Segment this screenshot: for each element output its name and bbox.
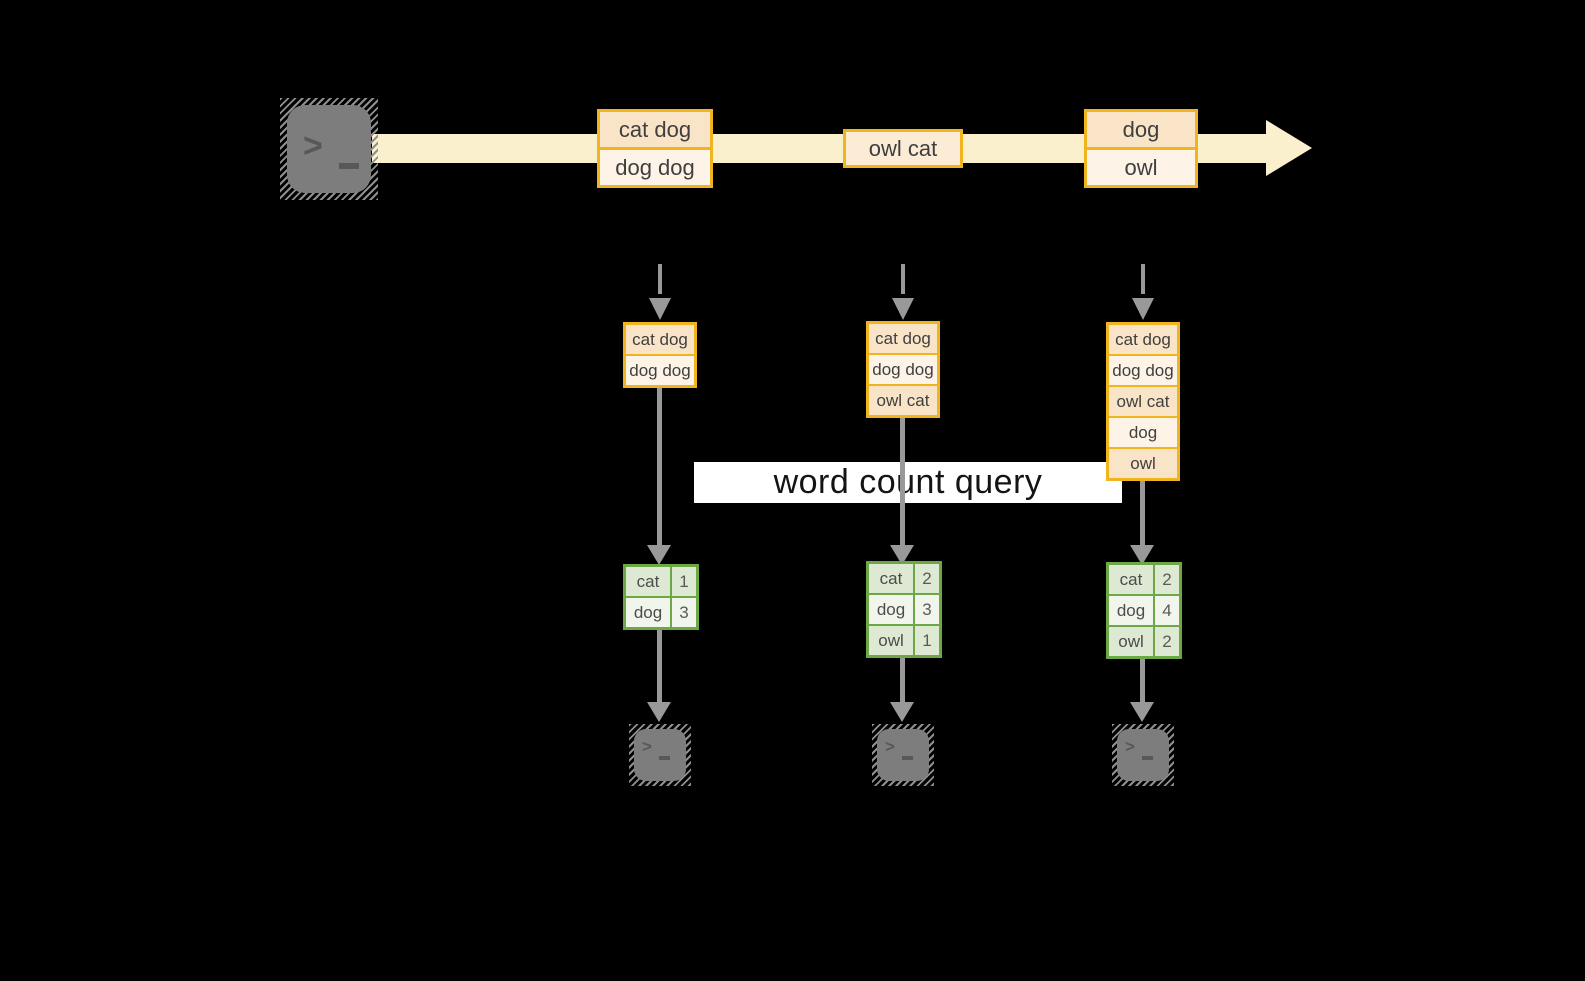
flow-arrowhead-icon <box>1130 545 1154 565</box>
word-cell: cat <box>869 564 915 593</box>
table-row: cat 1 <box>626 567 696 596</box>
terminal-cursor-icon <box>339 163 359 169</box>
source-terminal-icon: > <box>280 98 378 200</box>
batch-cell: cat dog <box>1109 325 1177 354</box>
flow-line <box>1140 481 1145 546</box>
word-count-table-1: cat 1 dog 3 <box>623 564 699 630</box>
table-row: cat 2 <box>1109 565 1179 594</box>
count-cell: 2 <box>1155 627 1179 656</box>
stream-event-cell: cat dog <box>600 112 710 147</box>
table-row: dog 4 <box>1109 594 1179 625</box>
sink-terminal-icon-2: > <box>872 724 934 786</box>
stream-event-box-2: owl cat <box>843 129 963 168</box>
dashed-arrowhead-icon <box>1132 298 1154 320</box>
flow-line <box>657 630 662 702</box>
word-cell: dog <box>626 598 672 627</box>
table-row: dog 3 <box>626 596 696 627</box>
dashed-arrowhead-icon <box>649 298 671 320</box>
flow-line <box>657 386 662 546</box>
accumulated-batch-box-3: cat dog dog dog owl cat dog owl <box>1106 322 1180 481</box>
flow-arrowhead-icon <box>647 702 671 722</box>
batch-cell: owl <box>1109 447 1177 478</box>
terminal-prompt-icon: > <box>885 737 895 756</box>
word-cell: owl <box>1109 627 1155 656</box>
query-label: word count query <box>773 463 1043 501</box>
stream-timeline-arrowhead-icon <box>1266 120 1312 176</box>
word-count-table-3: cat 2 dog 4 owl 2 <box>1106 562 1182 659</box>
table-row: cat 2 <box>869 564 939 593</box>
count-cell: 1 <box>915 626 939 655</box>
batch-cell: cat dog <box>626 325 694 354</box>
terminal-prompt-icon: > <box>642 737 652 756</box>
count-cell: 3 <box>915 595 939 624</box>
count-cell: 2 <box>915 564 939 593</box>
word-cell: dog <box>869 595 915 624</box>
stream-event-cell: dog <box>1087 112 1195 147</box>
batch-cell: owl cat <box>869 384 937 415</box>
flow-arrowhead-icon <box>647 545 671 565</box>
stream-event-box-3: dog owl <box>1084 109 1198 188</box>
terminal-screen: > <box>877 729 929 781</box>
terminal-prompt-icon: > <box>303 127 323 165</box>
dashed-arrow-stem <box>658 264 662 294</box>
accumulated-batch-box-2: cat dog dog dog owl cat <box>866 321 940 418</box>
terminal-screen: > <box>287 105 371 193</box>
stream-event-box-1: cat dog dog dog <box>597 109 713 188</box>
dashed-arrow-stem <box>901 264 905 294</box>
dashed-arrow-stem <box>1141 264 1145 294</box>
terminal-screen: > <box>634 729 686 781</box>
word-cell: owl <box>869 626 915 655</box>
query-label-band: word count query <box>694 462 1122 503</box>
terminal-prompt-icon: > <box>1125 737 1135 756</box>
dashed-arrowhead-icon <box>892 298 914 320</box>
terminal-cursor-icon <box>902 756 913 760</box>
batch-cell: dog dog <box>1109 354 1177 385</box>
table-row: dog 3 <box>869 593 939 624</box>
table-row: owl 2 <box>1109 625 1179 656</box>
flow-arrowhead-icon <box>890 545 914 565</box>
flow-line <box>900 658 905 702</box>
flow-arrowhead-icon <box>890 702 914 722</box>
word-cell: dog <box>1109 596 1155 625</box>
count-cell: 4 <box>1155 596 1179 625</box>
terminal-cursor-icon <box>659 756 670 760</box>
terminal-screen: > <box>1117 729 1169 781</box>
count-cell: 2 <box>1155 565 1179 594</box>
count-cell: 1 <box>672 567 696 596</box>
stream-event-cell: dog dog <box>600 147 710 185</box>
word-cell: cat <box>1109 565 1155 594</box>
batch-cell: owl cat <box>1109 385 1177 416</box>
word-count-table-2: cat 2 dog 3 owl 1 <box>866 561 942 658</box>
batch-cell: dog <box>1109 416 1177 447</box>
accumulated-batch-box-1: cat dog dog dog <box>623 322 697 388</box>
batch-cell: cat dog <box>869 324 937 353</box>
stream-event-cell: owl cat <box>846 132 960 165</box>
sink-terminal-icon-1: > <box>629 724 691 786</box>
flow-arrowhead-icon <box>1130 702 1154 722</box>
stream-event-cell: owl <box>1087 147 1195 185</box>
batch-cell: dog dog <box>869 353 937 384</box>
count-cell: 3 <box>672 598 696 627</box>
sink-terminal-icon-3: > <box>1112 724 1174 786</box>
table-row: owl 1 <box>869 624 939 655</box>
word-cell: cat <box>626 567 672 596</box>
flow-line <box>900 418 905 546</box>
flow-line <box>1140 659 1145 702</box>
batch-cell: dog dog <box>626 354 694 385</box>
terminal-cursor-icon <box>1142 756 1153 760</box>
